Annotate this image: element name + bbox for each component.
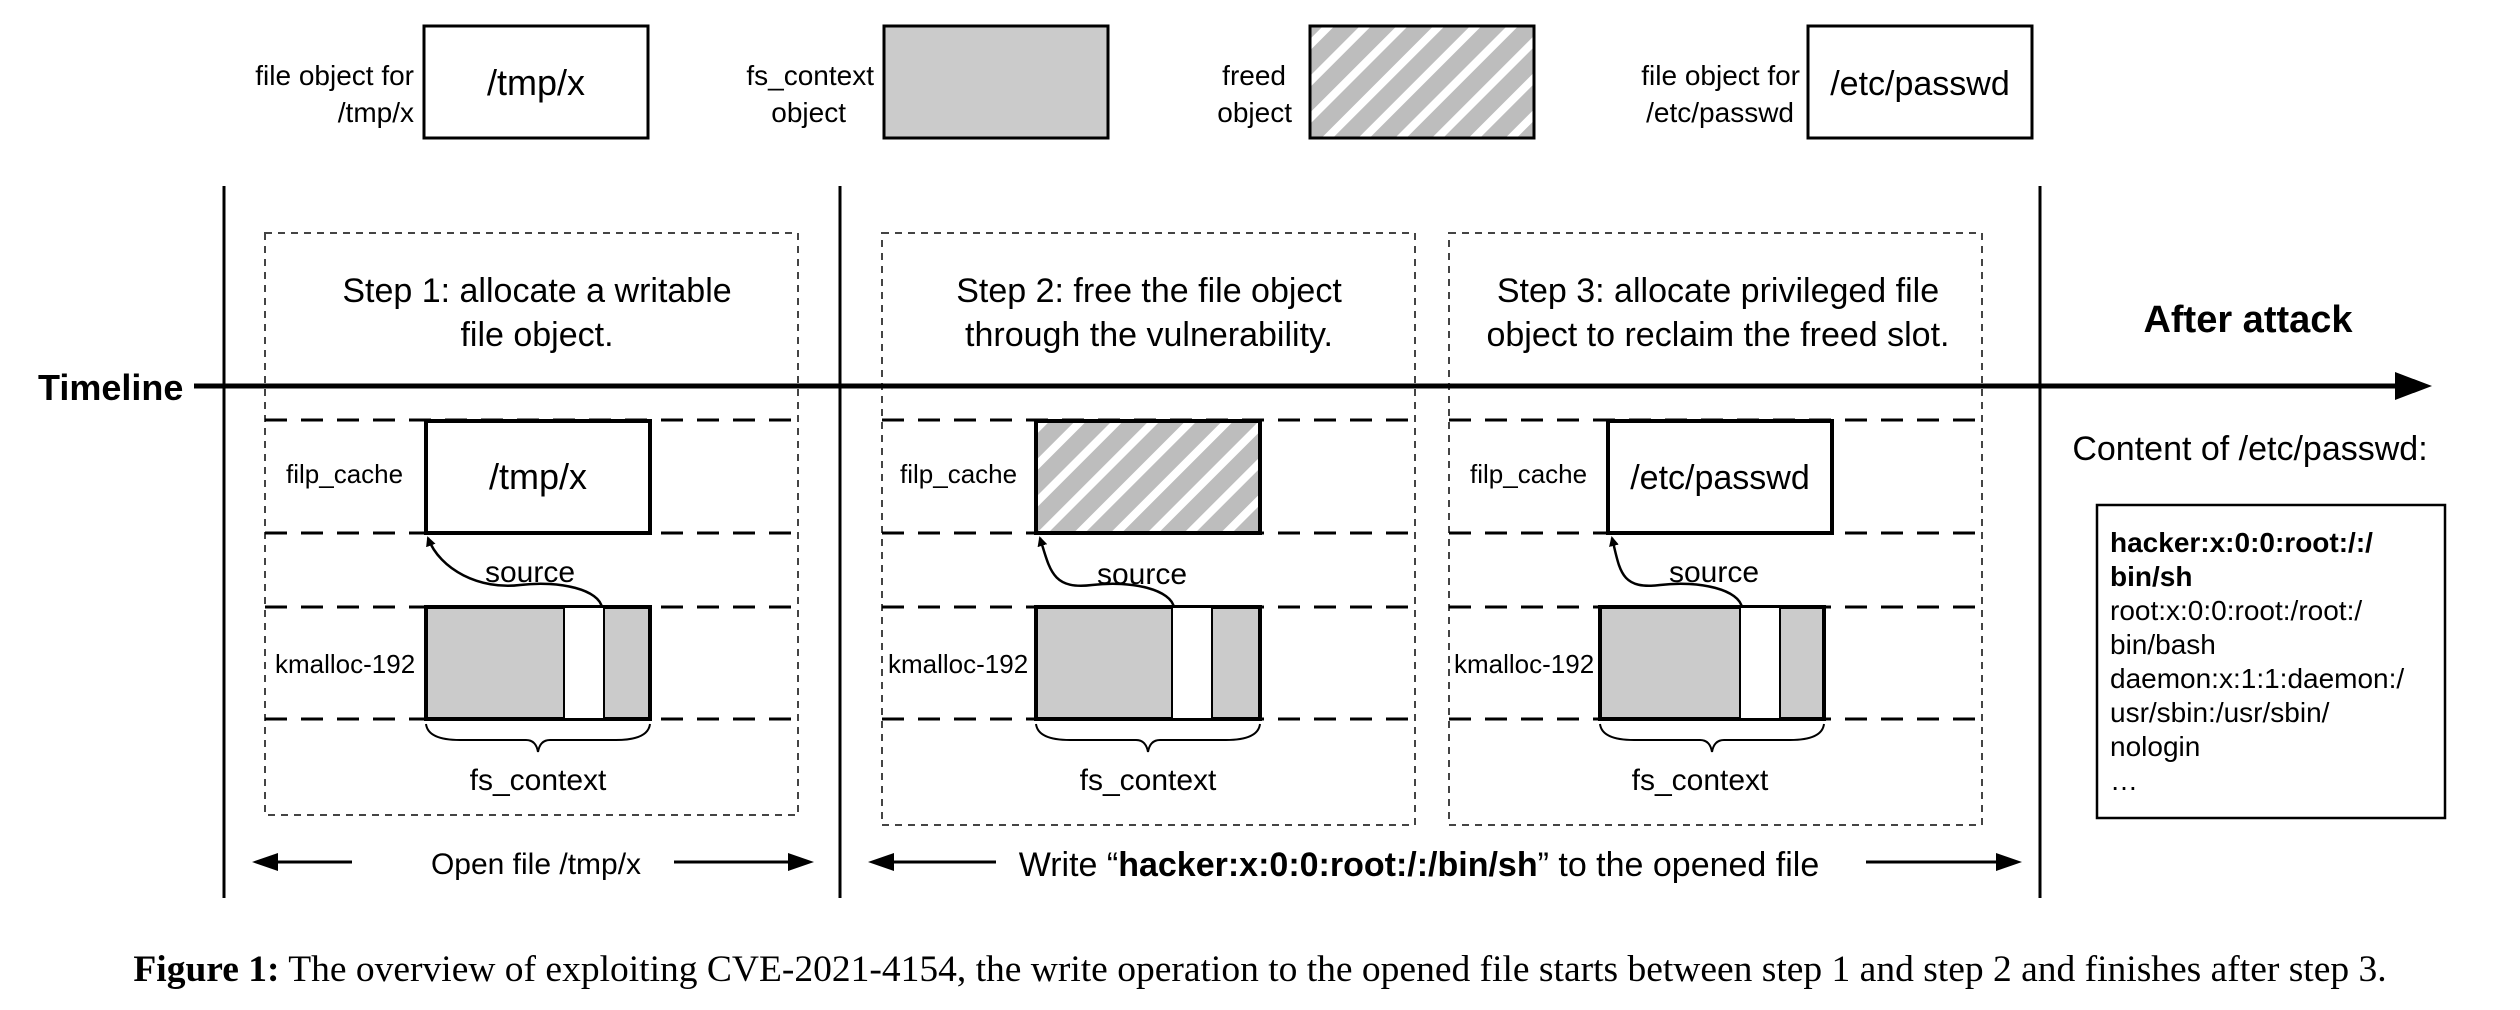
passwd-content-box <box>2095 503 2447 820</box>
fs-context-label: fs_context <box>470 764 607 797</box>
fs-context-brace <box>425 723 651 753</box>
fs-context-object <box>1598 605 1826 721</box>
source-field <box>1739 606 1781 720</box>
source-field <box>563 606 605 720</box>
caption-label: Figure 1: <box>133 949 280 990</box>
legend-label-line: file object for <box>255 60 414 91</box>
passwd-line: usr/sbin:/usr/sbin/ <box>2110 697 2330 728</box>
legend-white-box <box>422 24 650 140</box>
passwd-line: … <box>2110 765 2138 796</box>
kmalloc-label: kmalloc-192 <box>888 649 1028 679</box>
source-field <box>1171 606 1213 720</box>
file-object-text: /etc/passwd <box>1630 459 1810 497</box>
source-pointer-arrow <box>1037 536 1176 609</box>
operation-arrows: Open file /tmp/x Write “hacker:x:0:0:roo… <box>252 846 2022 884</box>
fs-context-label: fs_context <box>1080 764 1217 797</box>
step-panel-2: Step 2: free the file object through the… <box>881 232 1416 826</box>
file-object-text: /tmp/x <box>489 456 587 497</box>
write-label: Write “hacker:x:0:0:root:/:/bin/sh” to t… <box>1019 846 1820 884</box>
filp-cache-label: filp_cache <box>1470 459 1587 489</box>
after-attack-title: After attack <box>2143 299 2353 341</box>
legend-label-line: object <box>771 97 846 128</box>
legend-label-line: file object for <box>1641 60 1800 91</box>
fs-context-brace <box>1599 723 1825 753</box>
source-label: source <box>485 556 575 589</box>
passwd-line: hacker:x:0:0:root:/:/ <box>2110 527 2373 558</box>
file-object-tmpx <box>424 419 652 535</box>
write-suffix: ” to the opened file <box>1538 846 1820 884</box>
legend-label-line: /etc/passwd <box>1646 97 1794 128</box>
step-frame <box>264 232 799 816</box>
step-title-line: Step 3: allocate privileged file <box>1497 272 1939 310</box>
legend-label-line: fs_context <box>746 60 874 91</box>
fs-context-object <box>1034 605 1262 721</box>
fs-context-label: fs_context <box>1632 764 1769 797</box>
arrowhead-left <box>252 853 278 871</box>
write-payload: hacker:x:0:0:root:/:/bin/sh <box>1118 846 1537 884</box>
legend-label-line: object <box>1217 97 1292 128</box>
passwd-content-label: Content of /etc/passwd: <box>2072 430 2427 468</box>
step-title-line: Step 2: free the file object <box>956 272 1342 310</box>
fs-context-object <box>424 605 652 721</box>
freed-file-object <box>1034 419 1262 535</box>
kmalloc-label: kmalloc-192 <box>275 649 415 679</box>
timeline-label: Timeline <box>38 367 183 408</box>
passwd-lines: hacker:x:0:0:root:/:/bin/shroot:x:0:0:ro… <box>2110 527 2404 796</box>
passwd-line: bin/sh <box>2110 561 2192 592</box>
legend-item-freed: freed object <box>1217 24 1536 140</box>
source-pointer-arrow <box>426 536 604 609</box>
figure-caption: Figure 1: The overview of exploiting CVE… <box>0 948 2520 991</box>
passwd-line: nologin <box>2110 731 2200 762</box>
source-pointer-arrow <box>1609 536 1744 609</box>
open-file-label: Open file /tmp/x <box>431 848 641 881</box>
step-title-line: object to reclaim the freed slot. <box>1486 316 1949 354</box>
legend-white-box <box>1806 24 2034 140</box>
step-panel-3: Step 3: allocate privileged file object … <box>1448 232 1983 826</box>
passwd-line: root:x:0:0:root:/root:/ <box>2110 595 2362 626</box>
step-title-line: Step 1: allocate a writable <box>342 272 731 310</box>
file-object-passwd <box>1606 419 1834 535</box>
legend-label-line: freed <box>1222 60 1286 91</box>
filp-cache-label: filp_cache <box>900 459 1017 489</box>
source-label: source <box>1097 558 1187 591</box>
step-panel-1: Step 1: allocate a writable file object.… <box>264 232 799 816</box>
step-title-line: file object. <box>460 316 613 354</box>
legend-item-fs-context: fs_context object <box>746 24 1110 140</box>
step-frame <box>1448 232 1983 826</box>
legend-hatched-box <box>1308 24 1536 140</box>
legend-gray-box <box>882 24 1110 140</box>
kmalloc-label: kmalloc-192 <box>1454 649 1594 679</box>
timeline-arrowhead <box>2395 372 2432 400</box>
legend-item-tmpx-file: file object for /tmp/x /tmp/x <box>255 24 650 140</box>
fs-context-brace <box>1035 723 1261 753</box>
legend-label-line: /tmp/x <box>338 97 414 128</box>
caption-text: The overview of exploiting CVE-2021-4154… <box>279 949 2387 990</box>
step-title-line: through the vulnerability. <box>965 316 1333 354</box>
legend-box-text: /tmp/x <box>487 62 585 103</box>
passwd-line: bin/bash <box>2110 629 2216 660</box>
passwd-line: daemon:x:1:1:daemon:/ <box>2110 663 2404 694</box>
filp-cache-label: filp_cache <box>286 459 403 489</box>
legend-box-text: /etc/passwd <box>1830 65 2010 103</box>
source-label: source <box>1669 556 1759 589</box>
arrowhead-right <box>1996 853 2022 871</box>
legend: file object for /tmp/x /tmp/x fs_context… <box>255 24 2034 140</box>
legend-item-passwd-file: file object for /etc/passwd /etc/passwd <box>1641 24 2034 140</box>
timeline: Timeline <box>38 367 2432 408</box>
after-attack-panel: After attack Content of /etc/passwd: hac… <box>2072 299 2447 820</box>
write-prefix: Write “ <box>1019 846 1118 884</box>
arrowhead-left <box>868 853 894 871</box>
arrowhead-right <box>788 853 814 871</box>
step-frame <box>881 232 1416 826</box>
